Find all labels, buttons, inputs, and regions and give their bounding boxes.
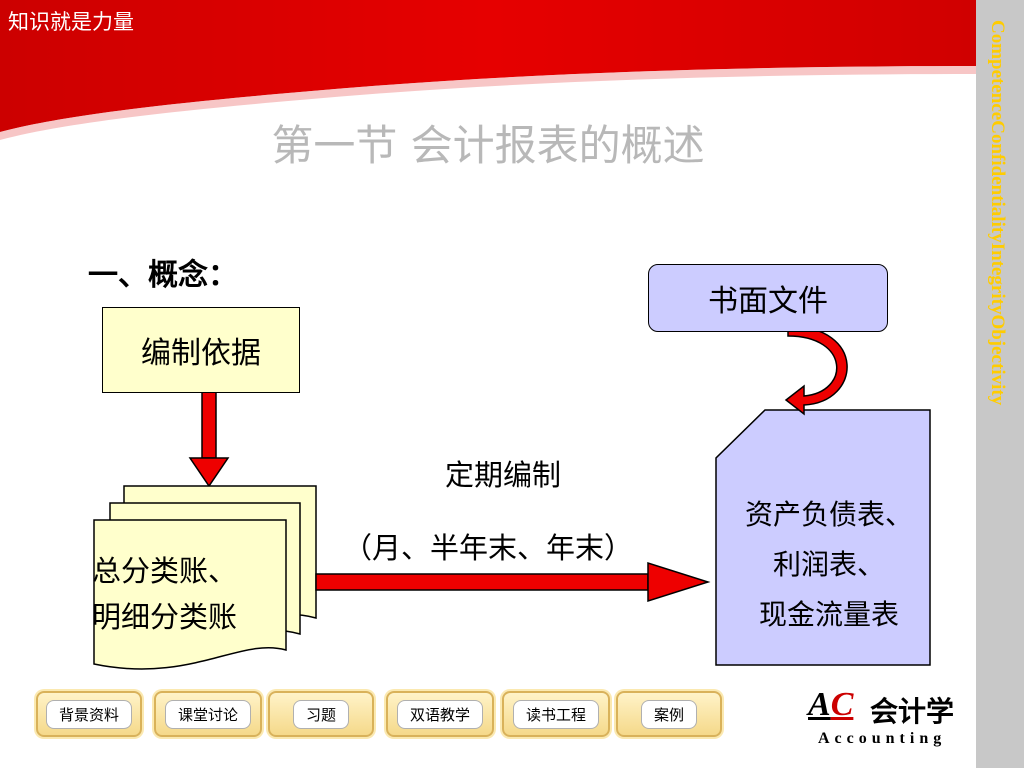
right-sidebar: CompetenceConfidentialityIntegrityObject… bbox=[976, 0, 1024, 768]
nav-button-cases[interactable]: 案例 bbox=[616, 691, 722, 737]
nav-button-label: 课堂讨论 bbox=[164, 699, 251, 729]
basis-box: 编制依据 bbox=[102, 307, 300, 393]
nav-button-label: 习题 bbox=[292, 699, 349, 729]
ledger-document-stack bbox=[93, 485, 317, 670]
nav-button-label: 案例 bbox=[640, 699, 697, 729]
down-arrow bbox=[188, 391, 230, 488]
nav-button-label: 背景资料 bbox=[45, 699, 132, 729]
section-heading: 一、概念： bbox=[88, 258, 238, 293]
report-item: 资产负债表、 bbox=[744, 498, 913, 531]
period-sub-label: （月、半年末、年末） bbox=[343, 531, 634, 565]
curved-arrow bbox=[784, 325, 848, 416]
right-arrow bbox=[315, 561, 711, 603]
ledger-text: 总分类账、 明细分类账 bbox=[92, 548, 237, 640]
basis-label: 编制依据 bbox=[141, 336, 261, 371]
nav-button-bilingual[interactable]: 双语教学 bbox=[386, 691, 494, 737]
motto-text: 知识就是力量 bbox=[8, 10, 134, 34]
slide-title: 第一节 会计报表的概述 bbox=[271, 121, 705, 170]
nav-button-reading[interactable]: 读书工程 bbox=[502, 691, 610, 737]
document-label: 书面文件 bbox=[708, 284, 828, 319]
report-document bbox=[715, 409, 931, 666]
report-item: 现金流量表 bbox=[758, 598, 899, 631]
report-list: 资产负债表、 利润表、 现金流量表 bbox=[714, 490, 944, 640]
report-item: 利润表、 bbox=[772, 548, 885, 581]
nav-button-label: 读书工程 bbox=[512, 699, 599, 729]
nav-button-exercises[interactable]: 习题 bbox=[268, 691, 374, 737]
nav-button-label: 双语教学 bbox=[396, 699, 483, 729]
ledger-line-2: 明细分类账 bbox=[92, 600, 238, 634]
ledger-line-1: 总分类账、 bbox=[92, 554, 238, 588]
logo-title-en: Accounting bbox=[818, 730, 947, 747]
nav-button-background[interactable]: 背景资料 bbox=[36, 691, 142, 737]
period-label: 定期编制 bbox=[445, 458, 562, 492]
nav-button-discussion[interactable]: 课堂讨论 bbox=[154, 691, 262, 737]
top-banner bbox=[0, 0, 976, 140]
logo-title-cn: 会计学 bbox=[870, 695, 955, 728]
logo-ac: AC bbox=[808, 686, 854, 723]
document-box: 书面文件 bbox=[648, 264, 888, 332]
